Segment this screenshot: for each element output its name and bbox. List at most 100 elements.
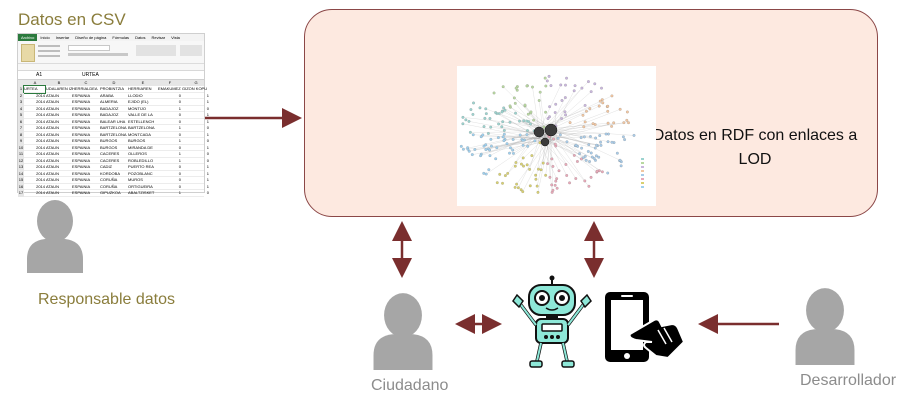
- graph-node: [541, 161, 545, 165]
- graph-node: [580, 86, 584, 90]
- graph-node: [579, 136, 583, 140]
- graph-node: [502, 128, 506, 132]
- graph-node: [554, 102, 558, 106]
- graph-node: [489, 137, 493, 141]
- table-cell: ABALTZISKET: [128, 190, 155, 195]
- table-cell: MUROS: [128, 177, 143, 182]
- table-cell: ESPAINIA: [72, 144, 91, 150]
- graph-node: [573, 84, 577, 88]
- graph-node: [582, 125, 586, 129]
- graph-node: [484, 148, 488, 151]
- table-cell: EJIDO (EL): [128, 99, 149, 104]
- table-cell: BARTZELONA: [128, 125, 155, 130]
- table-cell: 2014: [36, 151, 45, 156]
- graph-node: [583, 179, 587, 183]
- table-cell: ROBLEDILLO: [128, 157, 154, 163]
- graph-node: [555, 186, 559, 190]
- graph-node: [600, 86, 603, 90]
- table-cell: PUERTO REA: [128, 164, 154, 169]
- graph-node: [594, 158, 597, 162]
- graph-node: [553, 183, 557, 187]
- graph-node: [578, 152, 581, 156]
- table-cell: 1: [206, 170, 209, 176]
- graph-edge: [546, 137, 553, 193]
- graph-node: [590, 155, 594, 159]
- graph-node: [615, 151, 619, 155]
- graph-edge: [538, 139, 557, 179]
- table-cell: 0: [178, 177, 181, 182]
- graph-node: [554, 179, 558, 183]
- graph-node: [500, 125, 504, 129]
- table-cell: 1: [206, 144, 209, 150]
- graph-node: [508, 120, 512, 124]
- table-cell: URTEA: [23, 85, 46, 94]
- table-cell: ATAUN: [46, 157, 59, 163]
- graph-node: [553, 111, 557, 114]
- table-cell: 1: [206, 112, 209, 117]
- graph-node: [478, 106, 482, 110]
- graph-node: [522, 164, 525, 168]
- row-number: 7: [18, 125, 24, 132]
- graph-node: [606, 109, 610, 113]
- table-cell: 1: [178, 190, 181, 195]
- graph-node: [550, 190, 554, 194]
- data-owner-label: Responsable datos: [38, 291, 175, 308]
- citizen-label: Ciudadano: [371, 377, 449, 394]
- graph-edge: [549, 128, 585, 181]
- table-cell: 1: [178, 105, 181, 111]
- graph-node: [601, 101, 605, 105]
- table-cell: GIPUZKOA: [100, 190, 121, 195]
- graph-node: [532, 118, 536, 122]
- graph-node: [459, 144, 463, 148]
- graph-node: [501, 120, 505, 124]
- graph-node: [521, 138, 525, 142]
- graph-node: [512, 96, 516, 100]
- graph-node: [492, 91, 496, 95]
- graph-edge: [540, 92, 546, 140]
- graph-node: [497, 122, 501, 126]
- column-letter: D: [112, 80, 116, 85]
- table-cell: ATAUN: [46, 170, 59, 176]
- graph-node: [598, 99, 602, 103]
- graph-node: [600, 170, 604, 174]
- graph-edge: [551, 139, 577, 146]
- graph-node: [563, 96, 567, 99]
- table-cell: 0: [178, 112, 181, 117]
- graph-legend-swatch: [641, 170, 644, 172]
- graph-node: [484, 172, 488, 176]
- data-owner-person-icon: [27, 200, 83, 273]
- row-number: 14: [18, 170, 24, 177]
- graph-node: [559, 83, 563, 87]
- graph-node: [618, 107, 622, 111]
- graph-node: [557, 169, 561, 173]
- table-cell: EMAKUMEZ: [158, 86, 181, 91]
- table-cell: 1: [206, 164, 209, 169]
- graph-node: [606, 121, 610, 125]
- graph-node: [473, 148, 477, 151]
- graph-node: [547, 74, 551, 78]
- graph-node: [589, 151, 593, 155]
- table-cell: ATAUN: [46, 118, 59, 124]
- graph-node: [572, 154, 576, 157]
- table-cell: 2014: [36, 183, 45, 189]
- graph-node: [546, 117, 550, 120]
- graph-node: [461, 147, 465, 151]
- graph-edge: [483, 128, 557, 147]
- graph-node: [521, 190, 525, 194]
- table-cell: ESPAINIA: [72, 164, 91, 169]
- table-cell: 2014: [36, 170, 45, 176]
- graph-edge: [555, 132, 596, 139]
- graph-node: [550, 183, 554, 187]
- table-cell: 0: [178, 170, 181, 176]
- graph-edge: [545, 128, 600, 171]
- graph-node: [599, 143, 603, 147]
- graph-node: [514, 161, 518, 164]
- graph-node: [494, 157, 498, 161]
- table-cell: 1: [206, 131, 209, 137]
